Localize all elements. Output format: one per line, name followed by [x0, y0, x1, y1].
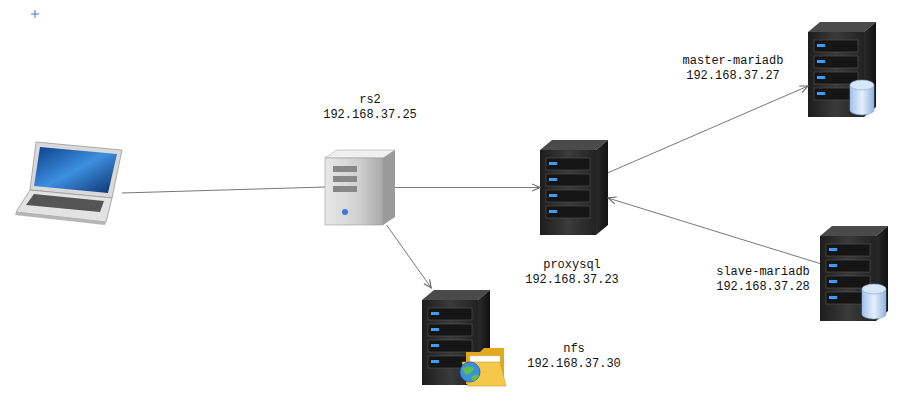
slave-server-icon [820, 226, 888, 321]
globe-land [462, 366, 479, 381]
network-link [608, 86, 808, 173]
host-name: slave-mariadb [688, 265, 838, 280]
tower-front [325, 158, 383, 225]
master-db-icon [850, 80, 874, 115]
ip-address-text: 192.168.37.23 [523, 273, 621, 287]
host-label: master-mariadb192.168.37.27 [658, 54, 808, 84]
client-link [122, 187, 325, 193]
drive-slot [333, 166, 357, 172]
ip-address: 192.168.37.23 [497, 273, 647, 288]
master-server-icon [808, 22, 876, 117]
nfs-server-icon [422, 290, 490, 385]
host-label: slave-mariadb192.168.37.28 [688, 265, 838, 295]
host-label: nfs192.168.37.30 [499, 342, 649, 372]
laptop-lid [30, 142, 122, 198]
network-link [608, 198, 820, 264]
drive-slot [333, 186, 357, 192]
laptop-icon [15, 142, 122, 225]
laptop-edge [15, 212, 106, 225]
power-button [342, 209, 348, 215]
host-label: proxysql192.168.37.23 [497, 258, 647, 288]
host-name: master-mariadb [658, 54, 808, 69]
ip-address-text: 192.168.37.28 [714, 280, 812, 294]
proxy-server-icon [540, 140, 608, 235]
tower-top [325, 150, 395, 158]
server-node: rs2192.168.37.25 [325, 150, 395, 225]
network-link [387, 225, 432, 288]
laptop-screen [34, 147, 117, 193]
tower-side [383, 150, 395, 225]
server-node: nfs192.168.37.30 [420, 288, 512, 386]
ip-address-text: 192.168.37.27 [684, 69, 782, 83]
ip-address-text: 192.168.37.30 [525, 357, 623, 371]
host-name: proxysql [497, 258, 647, 273]
pc-server-icon [325, 150, 395, 225]
host-name-text: proxysql [541, 258, 603, 272]
host-name-text: nfs [561, 342, 587, 356]
ip-address: 192.168.37.30 [499, 357, 649, 372]
host-name: nfs [499, 342, 649, 357]
drive-slot [333, 176, 357, 182]
host-name-text: slave-mariadb [714, 265, 812, 279]
host-name: rs2 [295, 93, 445, 108]
ip-address: 192.168.37.28 [688, 280, 838, 295]
cursor-cross [31, 10, 39, 18]
laptop-base [16, 190, 112, 222]
globe [460, 362, 480, 382]
host-name-text: master-mariadb [681, 54, 786, 68]
nfs-icon [422, 290, 506, 386]
ip-address: 192.168.37.27 [658, 69, 808, 84]
network-link [395, 187, 540, 188]
host-label: rs2192.168.37.25 [295, 93, 445, 123]
server-node: proxysql192.168.37.23 [540, 140, 608, 235]
ip-address: 192.168.37.25 [295, 108, 445, 123]
server-node: master-mariadb192.168.37.27 [808, 22, 882, 118]
laptop-keyboard [26, 194, 104, 212]
ip-address-text: 192.168.37.25 [321, 108, 419, 122]
slave-db-icon [862, 284, 886, 319]
host-name-text: rs2 [357, 93, 383, 107]
server-node: slave-mariadb192.168.37.28 [820, 226, 894, 324]
